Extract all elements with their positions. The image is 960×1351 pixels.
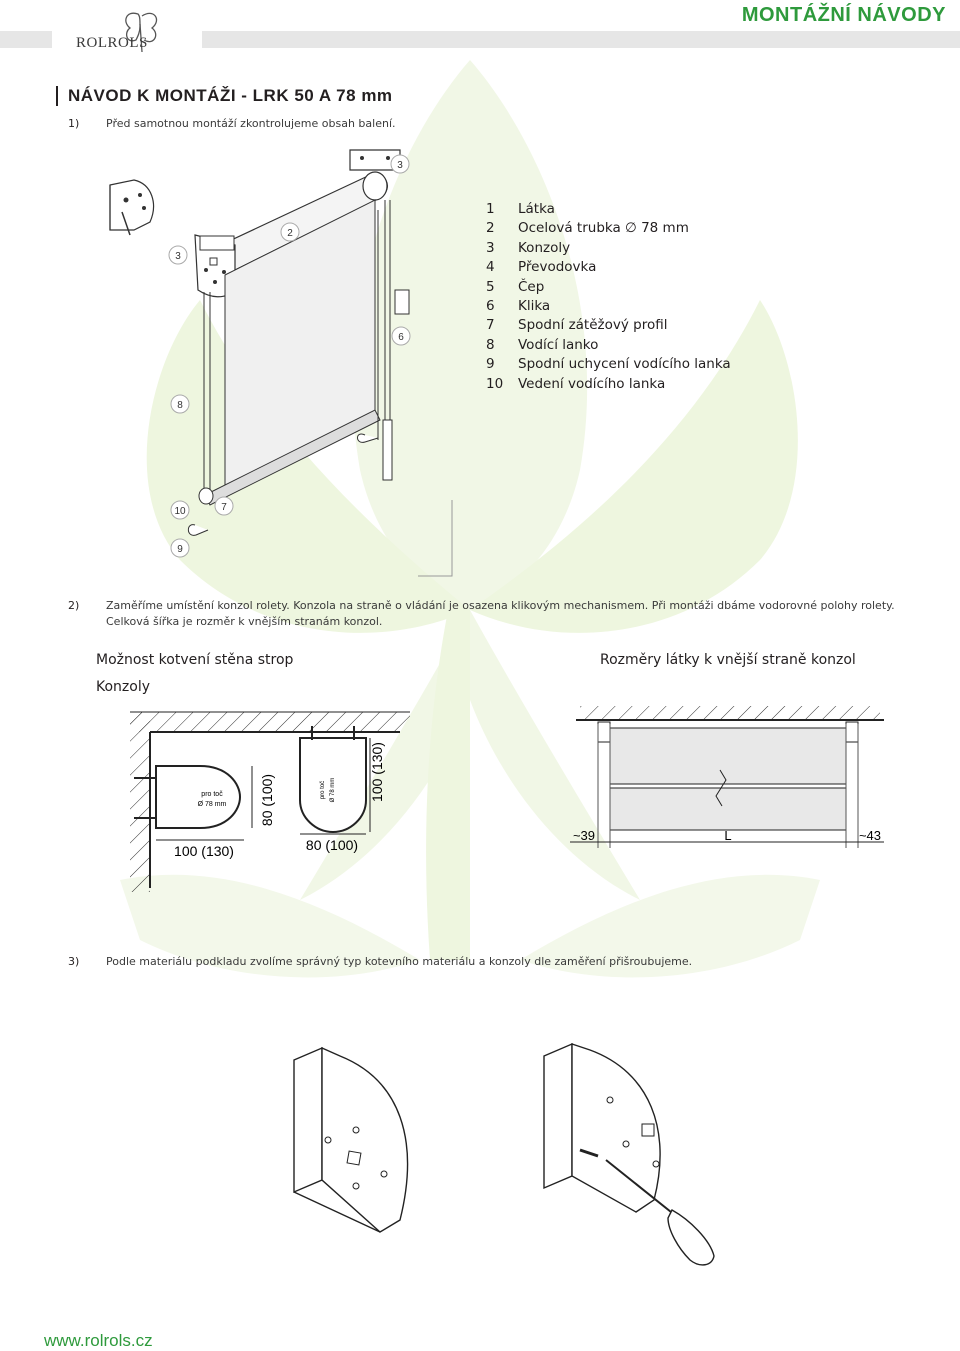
step-2-line-1: Zaměříme umístění konzol rolety. Konzola… bbox=[106, 599, 895, 612]
footer-url[interactable]: www.rolrols.cz bbox=[44, 1331, 153, 1350]
dim-length: L bbox=[724, 828, 731, 843]
brand-title: MONTÁŽNÍ NÁVODY bbox=[741, 4, 946, 26]
ceiling-bracket-label-2: Ø 78 mm bbox=[330, 778, 336, 803]
butterfly-logo-icon bbox=[125, 12, 158, 53]
step-1: 1) Před samotnou montáží zkontrolujeme o… bbox=[68, 117, 768, 133]
fabric-dimensions-diagram: ~39 L ~43 bbox=[570, 706, 884, 848]
callout-3-left: 3 bbox=[175, 251, 181, 262]
roller-blind-diagram: 3 3 2 6 8 10 7 9 bbox=[109, 149, 453, 577]
step-3: 3) Podle materiálu podkladu zvolíme sprá… bbox=[68, 955, 948, 971]
ceiling-dim-horizontal: 80 (100) bbox=[306, 837, 358, 853]
callout-3-top: 3 bbox=[397, 160, 403, 171]
step-1-text: Před samotnou montáží zkontrolujeme obsa… bbox=[106, 117, 396, 130]
callout-9: 9 bbox=[177, 544, 183, 555]
ceiling-bracket-label-1: pro toč bbox=[320, 781, 326, 799]
mounting-options-diagram: pro toč Ø 78 mm 80 (100) 100 (130) pro t… bbox=[130, 711, 410, 892]
heading-fabric-dimensions: Rozměry látky k vnější straně konzol bbox=[600, 652, 856, 668]
callout-2: 2 bbox=[287, 228, 293, 239]
callout-6: 6 bbox=[398, 332, 404, 343]
step-1-number: 1) bbox=[68, 117, 80, 130]
step-3-number: 3) bbox=[68, 955, 80, 968]
heading-brackets: Konzoly bbox=[96, 679, 151, 695]
wall-bracket-label-2: Ø 78 mm bbox=[198, 801, 227, 808]
step-3-text: Podle materiálu podkladu zvolíme správný… bbox=[106, 955, 693, 968]
step-2-number: 2) bbox=[68, 599, 80, 612]
wall-dim-vertical: 80 (100) bbox=[259, 774, 275, 826]
step-2: 2) Zaměříme umístění konzol rolety. Konz… bbox=[68, 598, 948, 630]
wall-bracket-label-1: pro toč bbox=[201, 791, 223, 798]
heading-mounting: Možnost kotvení stěna strop bbox=[96, 652, 294, 668]
callout-10: 10 bbox=[174, 506, 186, 517]
logo-text: ROLROLS bbox=[76, 35, 148, 51]
ceiling-dim-vertical: 100 (130) bbox=[369, 742, 385, 802]
wall-dim-horizontal: 100 (130) bbox=[174, 843, 234, 859]
brackets-illustration bbox=[293, 1042, 715, 1266]
dim-left: ~39 bbox=[573, 828, 595, 843]
callout-8: 8 bbox=[177, 400, 183, 411]
step-2-line-2: Celková šířka je rozměr k vnějším straná… bbox=[106, 615, 383, 628]
dim-right: ~43 bbox=[859, 828, 881, 843]
header-bar-right bbox=[202, 31, 960, 48]
page-title: NÁVOD K MONTÁŽI - LRK 50 A 78 mm bbox=[56, 86, 393, 106]
callout-7: 7 bbox=[221, 502, 227, 513]
header-bar-left bbox=[0, 31, 52, 48]
